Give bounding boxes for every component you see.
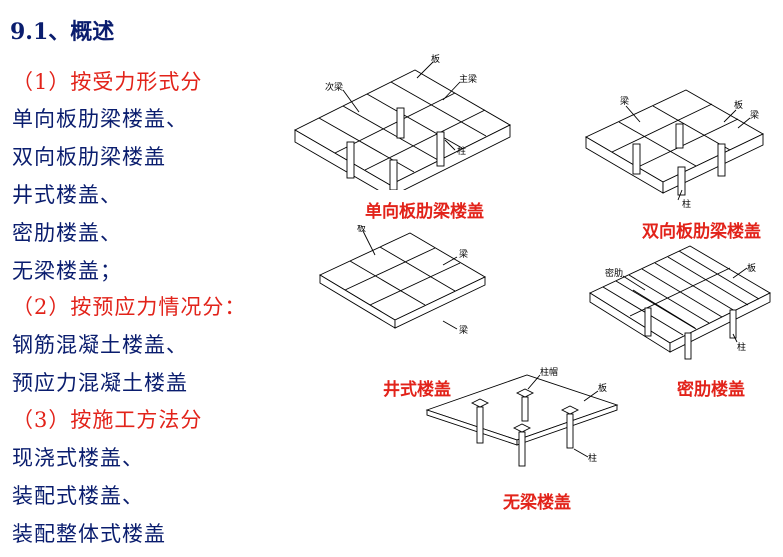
label-slab: 板 [357, 225, 366, 234]
list-item: 井式楼盖、 [12, 183, 122, 207]
caption-waffle: 井式楼盖 [383, 380, 451, 400]
label-column: 柱 [588, 452, 597, 464]
caption-one-way: 单向板肋梁楼盖 [365, 202, 484, 222]
ribbed-floor-figure: 密肋 板 柱 [589, 245, 771, 360]
one-way-floor-figure: 板 次梁 主梁 柱 [294, 53, 511, 190]
list-item: 双向板肋梁楼盖 [12, 145, 166, 169]
label-slab: 板 [734, 99, 743, 111]
waffle-floor-figure: 板 梁 梁 [319, 225, 486, 336]
category-construction: （3）按施工方法分 [12, 408, 203, 432]
label-secondary-beam: 次梁 [325, 81, 343, 93]
label-main-beam: 主梁 [459, 73, 477, 85]
flat-floor-figure: 柱帽 板 柱 [425, 366, 619, 467]
two-way-floor-figure: 梁 板 梁 柱 [585, 89, 764, 210]
category-force: （1）按受力形式分 [12, 70, 203, 94]
label-beam: 梁 [750, 109, 759, 121]
label-column-cap: 柱帽 [540, 366, 558, 378]
label-slab: 板 [598, 382, 607, 394]
list-item: 现浇式楼盖、 [12, 446, 144, 470]
list-item: 预应力混凝土楼盖 [12, 371, 188, 395]
category-prestress: （2）按预应力情况分： [12, 295, 247, 319]
label-column: 柱 [682, 198, 691, 210]
list-item: 装配整体式楼盖 [12, 522, 166, 546]
list-item: 钢筋混凝土楼盖、 [12, 333, 188, 357]
caption-flat: 无梁楼盖 [503, 493, 571, 513]
page-title: 9.1、概述 [10, 19, 115, 45]
label-column: 柱 [737, 341, 746, 353]
label-slab: 板 [431, 53, 440, 65]
label-beam: 梁 [620, 95, 629, 107]
caption-ribbed: 密肋楼盖 [677, 380, 745, 400]
list-item: 单向板肋梁楼盖、 [12, 107, 188, 131]
label-rib: 密肋 [605, 267, 623, 279]
list-item: 无梁楼盖； [12, 259, 122, 283]
label-slab: 板 [747, 262, 756, 274]
label-column: 柱 [457, 145, 466, 157]
label-beam: 梁 [459, 248, 468, 260]
label-beam: 梁 [459, 324, 468, 336]
list-item: 密肋楼盖、 [12, 221, 122, 245]
list-item: 装配式楼盖、 [12, 484, 144, 508]
caption-two-way: 双向板肋梁楼盖 [642, 222, 761, 242]
